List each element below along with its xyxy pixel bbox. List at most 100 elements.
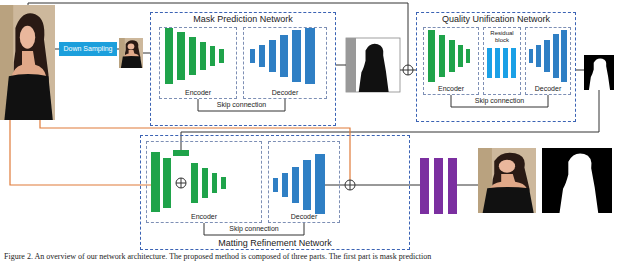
decoder-bars [529,30,567,82]
decoder-bars [292,167,299,203]
decoder-bars [305,28,315,84]
sum-symbol [176,178,186,188]
decoder-block: Decoder [243,27,327,99]
encoder-bars [221,177,226,189]
encoder-bars [428,30,470,82]
result-alpha [542,148,612,213]
result-photo [478,148,536,213]
encoder-bars [428,30,435,82]
input-photo [0,5,55,120]
skip-connection [451,95,548,107]
decoder-block: Decoder [525,27,571,95]
image-wire [10,120,151,185]
decoder-block: Decoder [268,141,340,223]
skip-connection [198,99,285,111]
coarse-mask [346,38,356,92]
wire [576,70,584,71]
encoder-bars [151,150,226,212]
encoder-bars [165,28,224,84]
wire [355,185,420,186]
sum-symbol [176,178,186,188]
encoder-bars [200,42,206,70]
input-photo [0,5,55,120]
node-label: Encoder [438,85,464,93]
unified-mask [584,55,614,90]
decoder-bars [282,173,288,197]
unified-mask [589,58,610,90]
small-photo [119,38,143,68]
decoder-bars [544,40,550,72]
decoder-bars [259,45,265,67]
sum-symbol [345,180,355,190]
decoder-bars [315,154,325,214]
encoder-bars [219,49,224,63]
decoder-bars [561,30,567,82]
small-photo [119,38,143,68]
encoder-bars [458,45,463,67]
node-label: Decoder [535,85,561,93]
result-photo [478,148,536,213]
sum-symbol [403,65,413,75]
node-label: Mask Prediction Network [193,14,293,24]
sum-symbol [403,65,413,75]
encoder-bars [191,163,198,203]
decoder-bars [303,160,311,210]
decoder-bars [269,40,276,72]
decoder-bars [250,28,315,84]
connector-label: Skip connection [228,225,279,233]
connector-label: Skip connection [474,97,525,105]
wire [457,185,478,186]
coarse-mask [346,38,400,92]
decoder-bars [250,49,255,63]
sum-symbol [345,180,355,190]
node-label: Encoder [191,213,217,221]
connector-label: Skip connection [216,101,267,109]
node-label: Residual block [485,30,519,43]
encoder-block: Encoder [146,141,262,223]
result-alpha [542,148,612,213]
coarse-mask [359,44,389,92]
figure-caption: Figure 2. An overview of our network arc… [4,252,431,261]
residual-bars [487,48,516,78]
coarse-mask [346,38,400,92]
output-layers [420,158,457,214]
decoder-bars [280,35,288,77]
residual-bars [503,48,508,78]
skip-connection [204,223,304,235]
encoder-bars [151,152,160,212]
encoder-block: Encoder [423,27,479,95]
decoder-bars [273,154,325,214]
result-alpha [560,154,599,213]
wire [336,65,346,66]
output-layers [448,158,457,214]
output-layers [420,158,429,214]
encoder-bars [439,35,445,77]
encoder-bars [165,28,173,84]
encoder-bars [466,49,470,63]
decoder-bars [292,30,301,82]
node-label: Quality Unification Network [442,14,550,24]
decoder-bars [536,45,541,67]
decoder-bars [553,34,559,78]
encoder-bars [163,158,171,208]
encoder-bars [177,32,185,80]
encoder-bars [212,173,217,193]
node-label: Decoder [272,89,298,97]
unified-mask [584,55,614,90]
node-label: Encoder [185,89,211,97]
process-box: Down Sampling [59,42,117,56]
network-group: Quality Unification NetworkEncoder Residu… [416,12,576,122]
wire [325,185,345,186]
encoder-bars [189,37,196,75]
encoder-bars [449,40,455,72]
encoder-bars [202,168,208,198]
encoder-bars [210,46,215,66]
wire [28,3,599,185]
residual-bars [487,48,492,78]
node-label: Decoder [291,213,317,221]
residual-bars [495,48,500,78]
residual-block: Residual block [483,27,521,95]
node-label: Matting Refinement Network [218,238,332,248]
residual-bars [511,48,516,78]
